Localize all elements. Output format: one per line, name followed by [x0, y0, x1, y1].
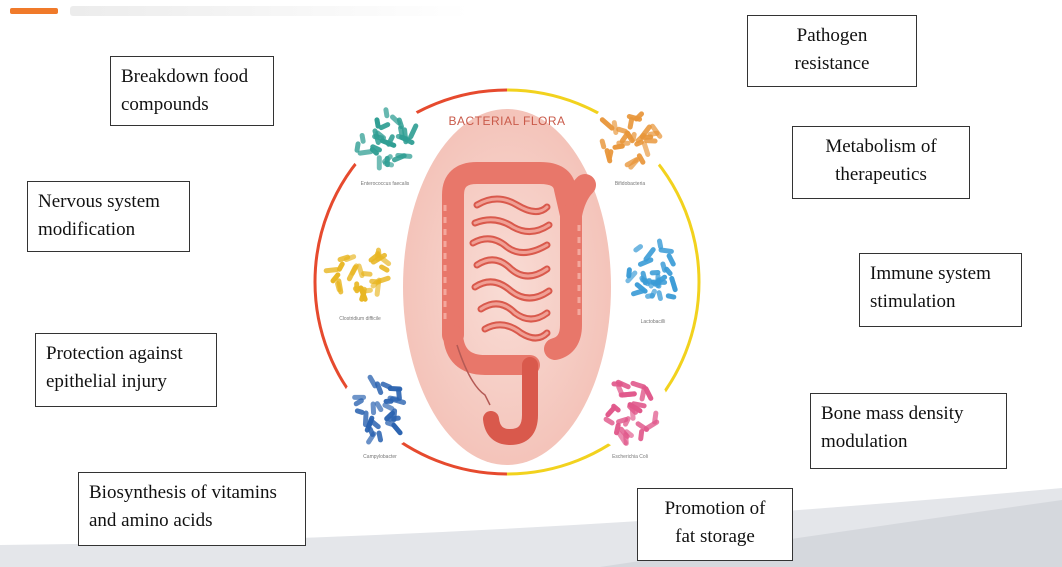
function-line: Pathogen: [758, 22, 906, 50]
function-line: Metabolism of: [803, 133, 959, 161]
bacteria-label: Lactobacilli: [641, 319, 666, 325]
bacterial-flora-diagram: BACTERIAL FLORA Enterococcus faecalisClo…: [285, 65, 730, 500]
function-pathogen-resistance: Pathogen resistance: [747, 15, 917, 87]
bacteria-label: Clostridium difficile: [339, 316, 381, 322]
function-bone-mass: Bone mass density modulation: [810, 393, 1007, 469]
function-protection-epithelial: Protection against epithelial injury: [35, 333, 217, 407]
bacteria-label: Campylobacter: [363, 454, 397, 460]
bacteria-label: Bifidobacteria: [615, 181, 646, 187]
function-line: Breakdown food: [121, 63, 263, 91]
function-breakdown-food: Breakdown food compounds: [110, 56, 274, 126]
function-nervous-system: Nervous system modification: [27, 181, 190, 252]
function-line: Biosynthesis of vitamins: [89, 479, 295, 507]
function-line: Protection against: [46, 340, 206, 368]
function-line: modification: [38, 216, 179, 244]
faded-header: [70, 6, 470, 16]
function-line: Nervous system: [38, 188, 179, 216]
function-immune-stimulation: Immune system stimulation: [859, 253, 1022, 327]
bacteria-label: Enterococcus faecalis: [361, 181, 410, 187]
function-line: therapeutics: [803, 161, 959, 189]
function-line: and amino acids: [89, 507, 295, 535]
bacteria-cluster-enterococcus-faecalis: Enterococcus faecalis: [345, 97, 425, 187]
bacteria-cluster-bifidobacteria: Bifidobacteria: [590, 97, 670, 187]
header-accent-bar: [10, 8, 58, 14]
function-line: epithelial injury: [46, 368, 206, 396]
function-line: stimulation: [870, 288, 1011, 316]
function-line: Bone mass density: [821, 400, 996, 428]
function-line: Immune system: [870, 260, 1011, 288]
function-metabolism-therapeutics: Metabolism of therapeutics: [792, 126, 970, 199]
function-line: resistance: [758, 50, 906, 78]
function-biosynthesis: Biosynthesis of vitamins and amino acids: [78, 472, 306, 546]
bacteria-cluster-clostridium-difficile: Clostridium difficile: [320, 230, 400, 322]
function-line: modulation: [821, 428, 996, 456]
function-line: compounds: [121, 91, 263, 119]
bacteria-label: Escherichia Coli: [612, 454, 648, 460]
function-line: fat storage: [648, 523, 782, 551]
bacteria-cluster-lactobacilli: Lactobacilli: [613, 233, 693, 325]
diagram-title: BACTERIAL FLORA: [448, 114, 565, 128]
bacteria-cluster-escherichia-coli: Escherichia Coli: [590, 370, 670, 460]
